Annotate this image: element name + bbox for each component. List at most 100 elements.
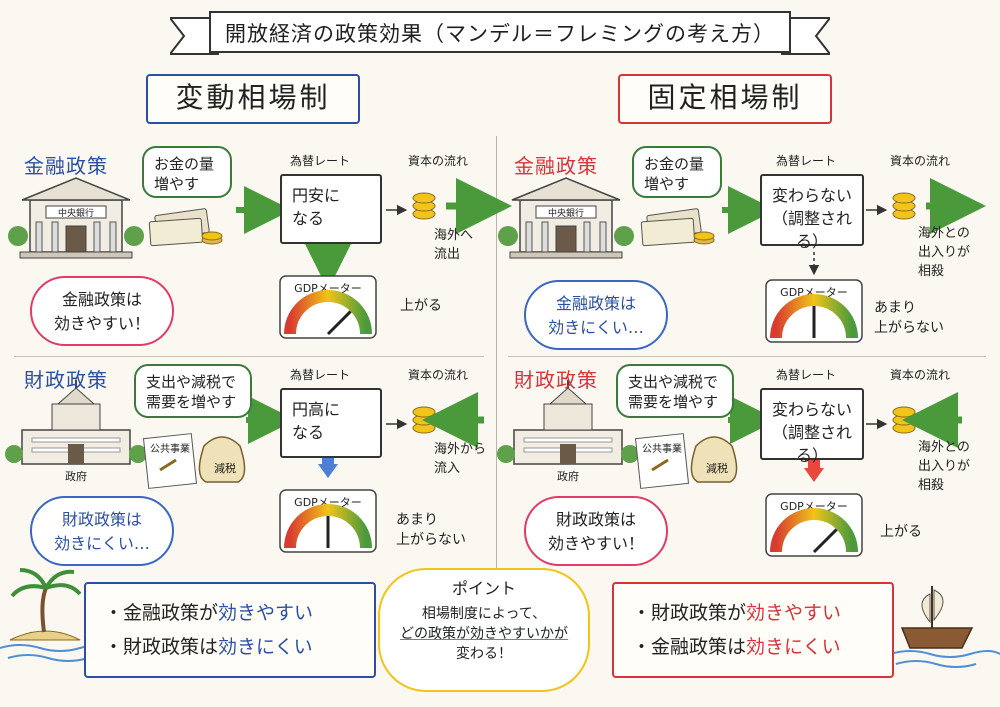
gauge-label: GDPメーター: [294, 282, 362, 295]
exchange-rate-header: 為替レート: [776, 368, 837, 382]
coins-icon: [892, 406, 916, 434]
down-arrow-stem: [808, 460, 820, 468]
floating-regime-heading: 変動相場制: [146, 74, 360, 124]
ship-icon: [889, 586, 1000, 668]
note-line: 出入りが: [918, 459, 971, 474]
gdp-gauge-fixed-monetary: GDPメーター: [765, 279, 863, 343]
bullet: ・: [104, 602, 124, 624]
bullet: ・: [104, 636, 124, 658]
note-line: 海外との: [918, 226, 970, 241]
tax-cut-label: 減税: [214, 462, 236, 475]
capital-flow-header: 資本の流れ: [890, 368, 951, 382]
exchange-rate-header: 為替レート: [290, 154, 351, 168]
capital-flow-header: 資本の流れ: [890, 154, 951, 168]
note-line: 流出: [434, 247, 461, 262]
cloud-line: 効きにくい…: [548, 318, 644, 337]
government-building-icon-fixed: [497, 380, 639, 465]
result-little-rise-fixed: あまり 上がらない: [874, 298, 944, 338]
point-box: ポイント 相場制度によって、 どの政策が効きやすいかが 変わる！: [378, 568, 590, 692]
note-line: 相殺: [918, 478, 945, 493]
bubble-line: 増やす: [644, 175, 690, 193]
down-arrow-icon: [318, 464, 338, 478]
gdp-gauge-floating-fiscal: GDPメーター: [279, 489, 377, 553]
fixed-fiscal-cloud: 財政政策は 効きやすい！: [524, 496, 668, 566]
center-divider: [496, 136, 497, 568]
note-line: 出入りが: [918, 245, 971, 260]
summary-line: ・金融政策が効きやすい: [104, 596, 356, 630]
rate-text: 円高に: [292, 400, 341, 419]
summary-subject: 金融政策は: [651, 636, 747, 658]
government-caption-fixed: 政府: [557, 470, 579, 483]
bubble-line: お金の量: [154, 155, 215, 173]
summary-line: ・財政政策は効きにくい: [104, 630, 356, 664]
bullet: ・: [632, 602, 652, 624]
floating-monetary-rate-box: 円安に なる: [280, 174, 382, 244]
bubble-line: 需要を増やす: [146, 393, 237, 411]
coins-icon: [892, 192, 916, 220]
note-line: 海外から: [434, 442, 487, 457]
floating-monetary-label: 金融政策: [24, 154, 108, 178]
capital-outflow-note: 海外へ 流出: [434, 226, 473, 264]
bubble-line: 支出や減税で: [628, 373, 719, 391]
point-text: 相場制度によって、 どの政策が効きやすいかが 変わる！: [380, 604, 588, 664]
result-line: あまり: [874, 300, 916, 316]
gauge-needle: [812, 528, 838, 554]
bubble-line: お金の量: [644, 155, 705, 173]
summary-line: ・財政政策が効きやすい: [632, 596, 874, 630]
note-line: 海外へ: [434, 228, 474, 243]
note-line: 相殺: [918, 264, 945, 279]
cloud-line: 金融政策は: [61, 290, 142, 309]
summary-subject: 金融政策が: [123, 602, 219, 624]
capital-flow-header: 資本の流れ: [408, 154, 469, 168]
island-icon: [0, 568, 121, 662]
result-rise-fixed: 上がる: [880, 524, 922, 540]
cloud-line: 効きやすい！: [53, 314, 150, 333]
down-arrow-stem: [322, 456, 334, 464]
gauge-label: GDPメーター: [294, 496, 362, 509]
gdp-gauge-fixed-fiscal: GDPメーター: [765, 493, 863, 557]
floating-fiscal-cloud: 財政政策は 効きにくい…: [30, 496, 174, 566]
result-rise: 上がる: [400, 298, 442, 314]
floating-monetary-cloud: 金融政策は 効きやすい！: [30, 276, 174, 346]
cloud-line: 金融政策は: [555, 294, 636, 313]
cloud-line: 効きにくい…: [54, 534, 150, 553]
bubble-line: 増やす: [154, 175, 200, 193]
cash-icon-fixed: [640, 208, 715, 247]
gauge-label: GDPメーター: [780, 286, 848, 299]
summary-effect: 効きにくい: [218, 636, 313, 658]
coins-icon: [412, 192, 436, 220]
rate-text: 変わらない: [771, 400, 852, 419]
fixed-fiscal-label: 財政政策: [514, 368, 598, 392]
right-row-divider: [508, 356, 986, 357]
gauge-label: GDPメーター: [780, 500, 848, 513]
fixed-regime-heading: 固定相場制: [618, 74, 832, 124]
fiscal-action-bubble-fixed: 支出や減税で 需要を増やす: [616, 364, 734, 418]
coins-icon: [412, 406, 436, 434]
summary-effect: 効きにくい: [746, 636, 841, 658]
public-works-label-fixed: 公共事業: [642, 444, 682, 455]
rate-text: （調整される）: [771, 209, 852, 251]
fixed-monetary-label: 金融政策: [514, 154, 598, 178]
exchange-rate-header: 為替レート: [290, 368, 351, 382]
point-line: 変わる！: [456, 646, 512, 662]
central-bank-icon: [8, 177, 144, 259]
rate-text: なる: [292, 209, 325, 228]
point-line: 相場制度によって、: [421, 606, 547, 622]
government-caption: 政府: [65, 470, 87, 483]
fixed-summary: ・財政政策が効きやすい ・金融政策は効きにくい: [612, 582, 894, 678]
note-line: 海外との: [918, 440, 970, 455]
summary-effect: 効きやすい: [746, 602, 842, 624]
summary-subject: 財政政策は: [123, 636, 219, 658]
public-works-icon-fixed: [634, 433, 690, 489]
fixed-fiscal-rate-box: 変わらない （調整される）: [760, 388, 864, 465]
tax-cut-bag-icon: [198, 436, 246, 483]
cloud-line: 効きやすい！: [547, 534, 644, 553]
left-row-divider: [14, 356, 484, 357]
point-title: ポイント: [451, 579, 516, 598]
fixed-monetary-rate-box: 変わらない （調整される）: [760, 174, 864, 251]
bubble-line: 支出や減税で: [146, 373, 237, 391]
title-ribbon: 開放経済の政策効果（マンデル＝フレミングの考え方）: [170, 8, 830, 60]
capital-flow-header: 資本の流れ: [408, 368, 469, 382]
tax-cut-bag-icon-fixed: [690, 436, 738, 483]
